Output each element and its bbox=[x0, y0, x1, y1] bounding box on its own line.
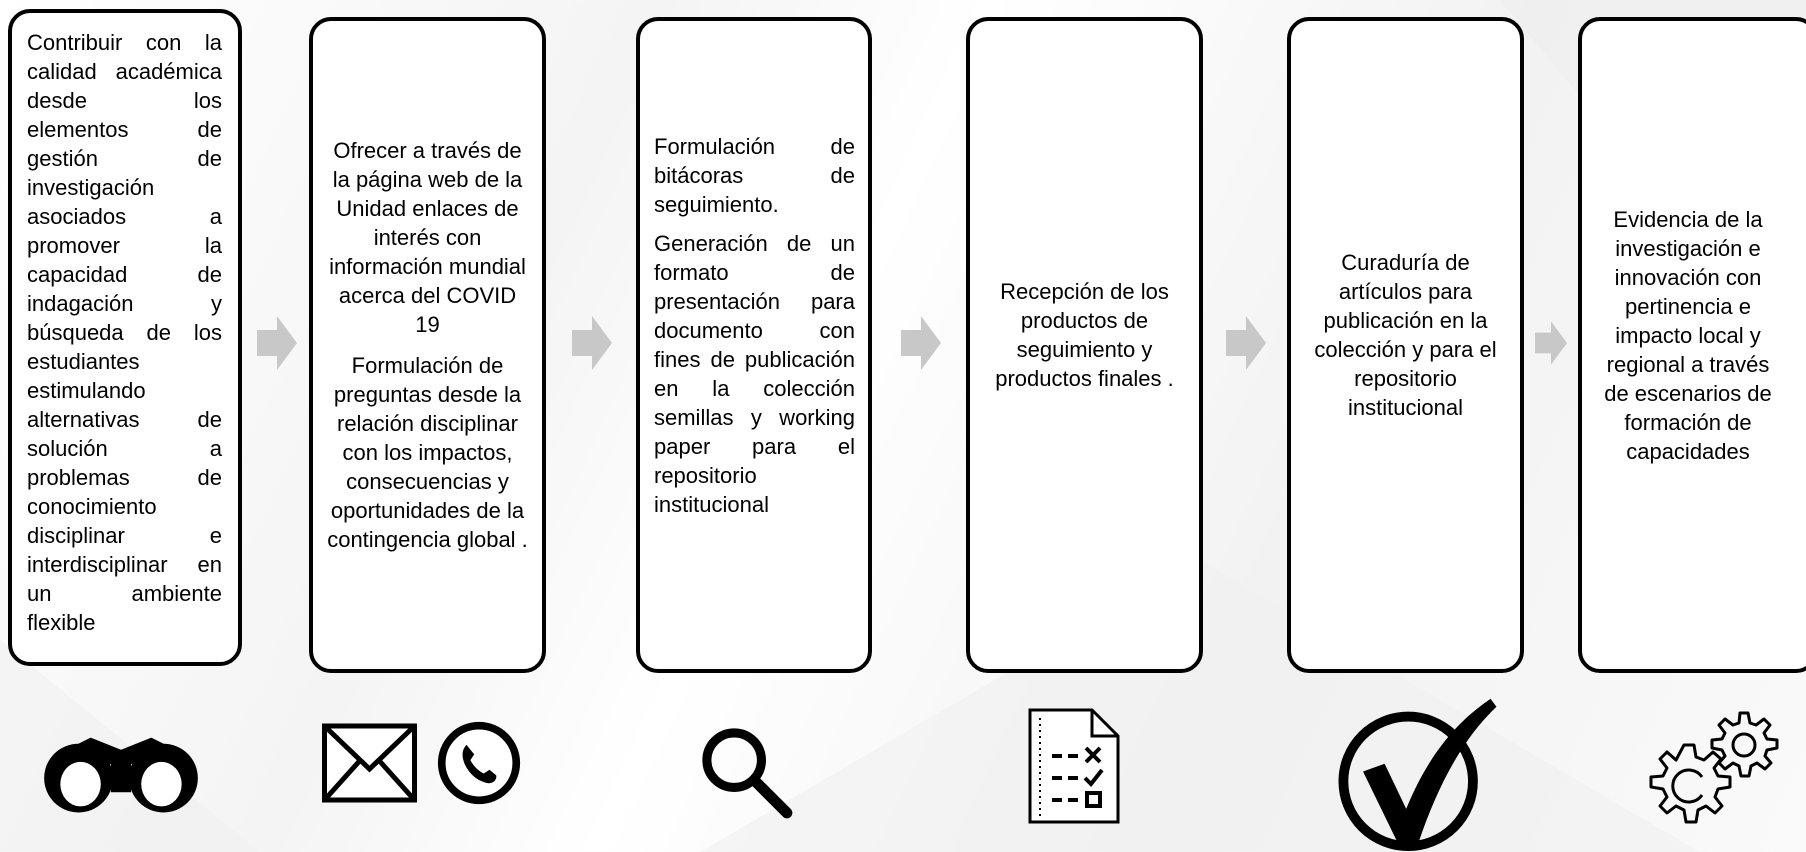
step-2-text-a: Ofrecer a través de la página web de la … bbox=[329, 138, 526, 337]
envelope-icon bbox=[322, 723, 417, 803]
step-box-2: Ofrecer a través de la página web de la … bbox=[309, 17, 546, 673]
phone-icon bbox=[437, 721, 521, 805]
binoculars-icon bbox=[44, 737, 198, 813]
flow-arrow-1 bbox=[257, 316, 297, 370]
flow-arrow-5 bbox=[1535, 321, 1567, 365]
gears-icon bbox=[1649, 711, 1779, 824]
step-3-text-a: Formulación de bitácoras de seguimiento. bbox=[654, 133, 855, 217]
step-box-3: Formulación de bitácoras de seguimiento.… bbox=[636, 17, 872, 673]
step-5-text: Curaduría de artículos para publicación … bbox=[1314, 250, 1497, 420]
step-box-4: Recepción de los productos de seguimient… bbox=[966, 17, 1203, 673]
flow-arrow-4 bbox=[1226, 316, 1266, 370]
checklist-icon bbox=[1028, 708, 1120, 824]
flow-arrow-2 bbox=[572, 316, 612, 370]
step-box-5: Curaduría de artículos para publicación … bbox=[1287, 17, 1524, 673]
step-box-1: Contribuir con la calidad académica desd… bbox=[8, 9, 242, 666]
step-6-text: Evidencia de la investigación e innovaci… bbox=[1604, 206, 1772, 464]
magnifier-icon bbox=[702, 728, 793, 819]
step-box-6: Evidencia de la investigación e innovaci… bbox=[1578, 17, 1806, 673]
step-4-text: Recepción de los productos de seguimient… bbox=[995, 279, 1174, 391]
checkmark-icon bbox=[1338, 698, 1497, 852]
flow-arrow-3 bbox=[901, 316, 941, 370]
step-2-text-b: Formulación de preguntas desde la relaci… bbox=[327, 353, 528, 552]
step-3-text-b: Generación de un formato de presentación… bbox=[654, 230, 855, 517]
step-1-text: Contribuir con la calidad académica desd… bbox=[27, 30, 222, 635]
